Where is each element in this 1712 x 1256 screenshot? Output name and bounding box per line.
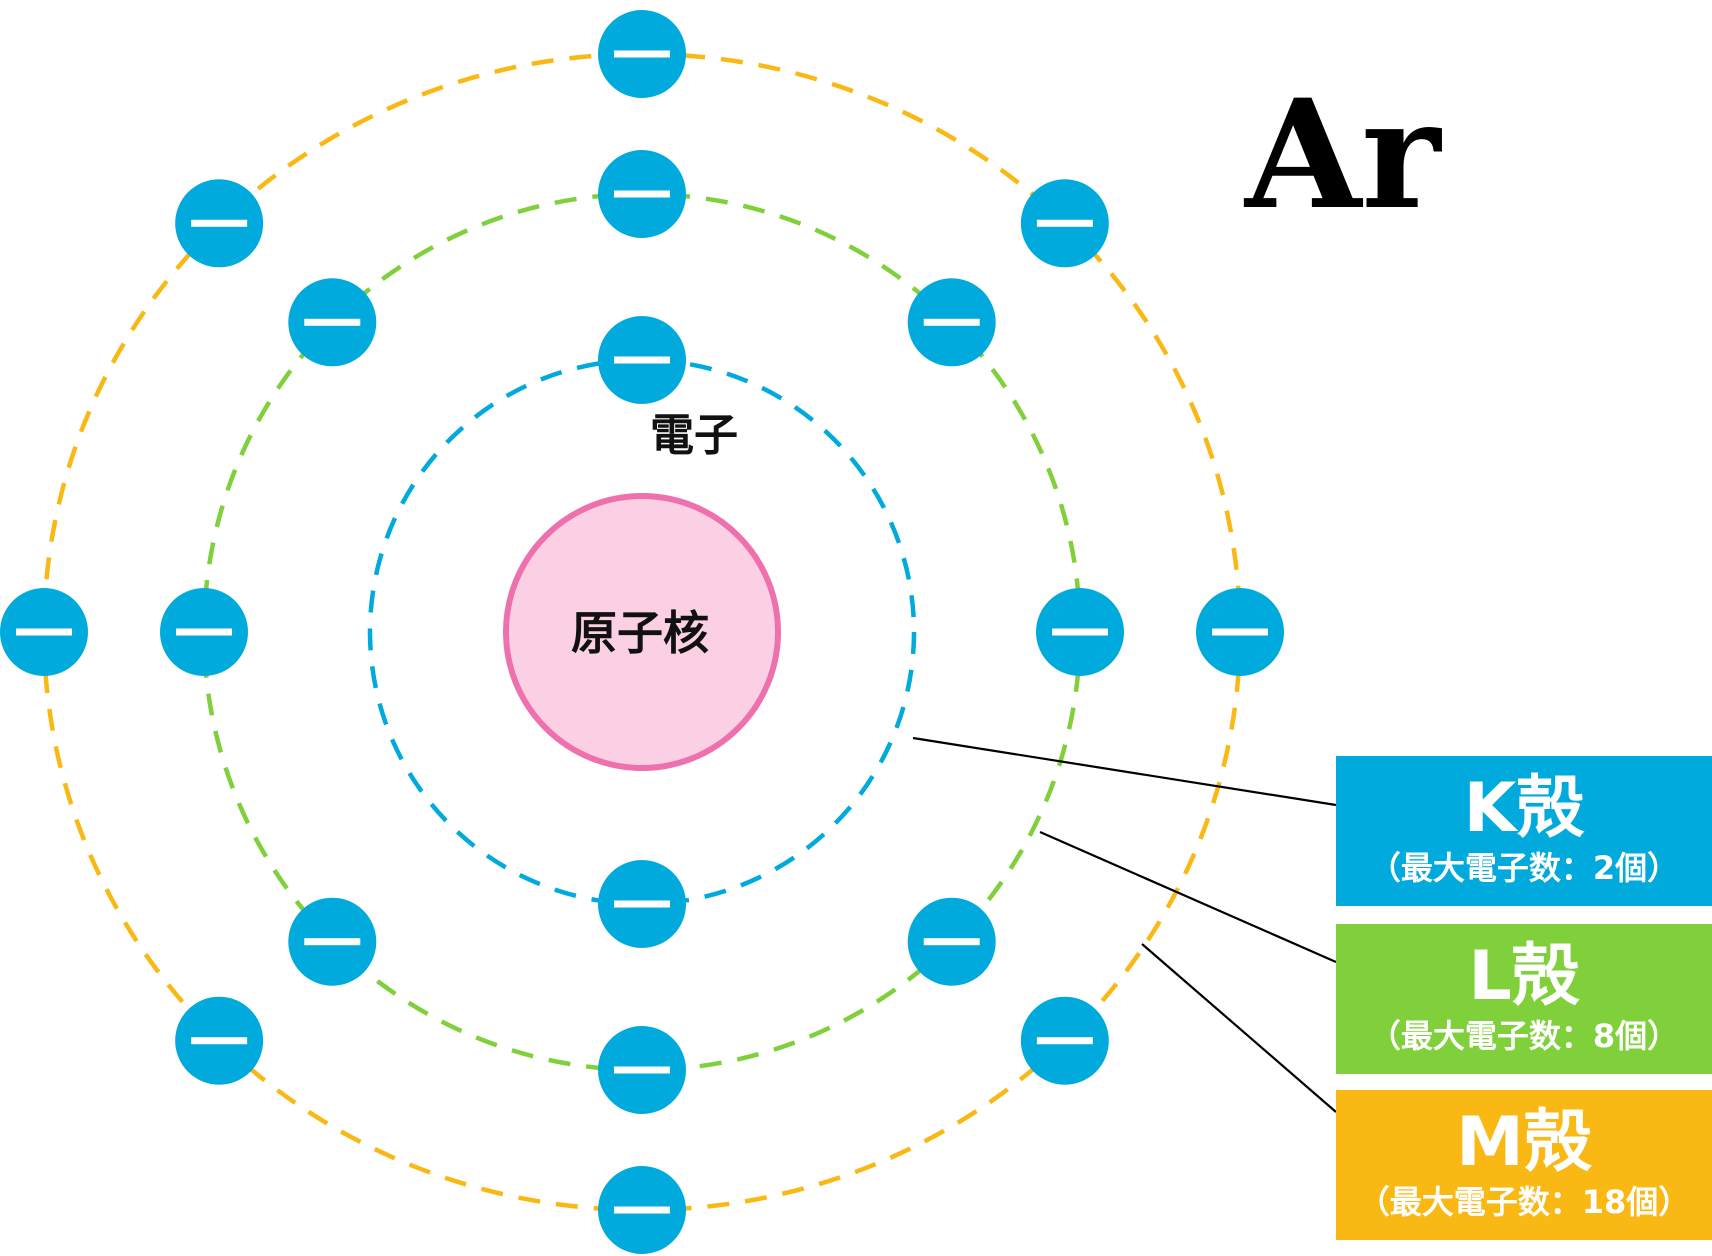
electron bbox=[1020, 996, 1109, 1085]
electron bbox=[175, 996, 264, 1085]
electron bbox=[1196, 588, 1284, 676]
electron bbox=[1020, 179, 1109, 268]
m-shell-name: M殻 bbox=[1456, 1103, 1592, 1182]
electron bbox=[598, 860, 686, 948]
electron bbox=[1036, 588, 1124, 676]
minus-icon bbox=[923, 938, 980, 946]
leader-line-l bbox=[1039, 830, 1337, 964]
minus-icon bbox=[16, 628, 72, 636]
electron bbox=[598, 150, 686, 238]
electron bbox=[907, 897, 996, 986]
electron bbox=[0, 588, 88, 676]
electron bbox=[598, 1166, 686, 1254]
minus-icon bbox=[1212, 628, 1268, 636]
minus-icon bbox=[614, 190, 670, 198]
leader-line-k bbox=[912, 736, 1337, 807]
electron bbox=[598, 1026, 686, 1114]
l-shell-box: L殻 （最大電子数：8個） bbox=[1336, 924, 1712, 1074]
minus-icon bbox=[191, 1037, 248, 1045]
m-shell-box: M殻 （最大電子数：18個） bbox=[1336, 1090, 1712, 1240]
k-shell-box: K殻 （最大電子数：2個） bbox=[1336, 756, 1712, 906]
minus-icon bbox=[1036, 219, 1093, 227]
electron bbox=[598, 316, 686, 404]
element-symbol: Ar bbox=[1245, 67, 1441, 243]
nucleus bbox=[503, 493, 781, 771]
minus-icon bbox=[614, 50, 670, 58]
minus-icon bbox=[1052, 628, 1108, 636]
k-shell-capacity: （最大電子数：2個） bbox=[1368, 849, 1680, 887]
l-shell-capacity: （最大電子数：8個） bbox=[1368, 1017, 1680, 1055]
electron bbox=[598, 10, 686, 98]
electron bbox=[907, 278, 996, 367]
minus-icon bbox=[1036, 1037, 1093, 1045]
nucleus-label: 原子核 bbox=[571, 606, 709, 660]
minus-icon bbox=[614, 900, 670, 908]
k-shell-name: K殻 bbox=[1463, 769, 1585, 848]
minus-icon bbox=[614, 1066, 670, 1074]
leader-line-m bbox=[1141, 943, 1337, 1113]
minus-icon bbox=[614, 1206, 670, 1214]
minus-icon bbox=[304, 318, 361, 326]
minus-icon bbox=[176, 628, 232, 636]
minus-icon bbox=[304, 938, 361, 946]
minus-icon bbox=[923, 318, 980, 326]
electron bbox=[288, 278, 377, 367]
l-shell-name: L殻 bbox=[1468, 937, 1580, 1016]
m-shell-capacity: （最大電子数：18個） bbox=[1357, 1183, 1691, 1221]
minus-icon bbox=[191, 219, 248, 227]
electron bbox=[288, 897, 377, 986]
electron-label: 電子 bbox=[650, 410, 738, 461]
electrons bbox=[0, 10, 1284, 1254]
electron bbox=[175, 179, 264, 268]
minus-icon bbox=[614, 356, 670, 364]
electron bbox=[160, 588, 248, 676]
leader-lines bbox=[912, 736, 1337, 1113]
